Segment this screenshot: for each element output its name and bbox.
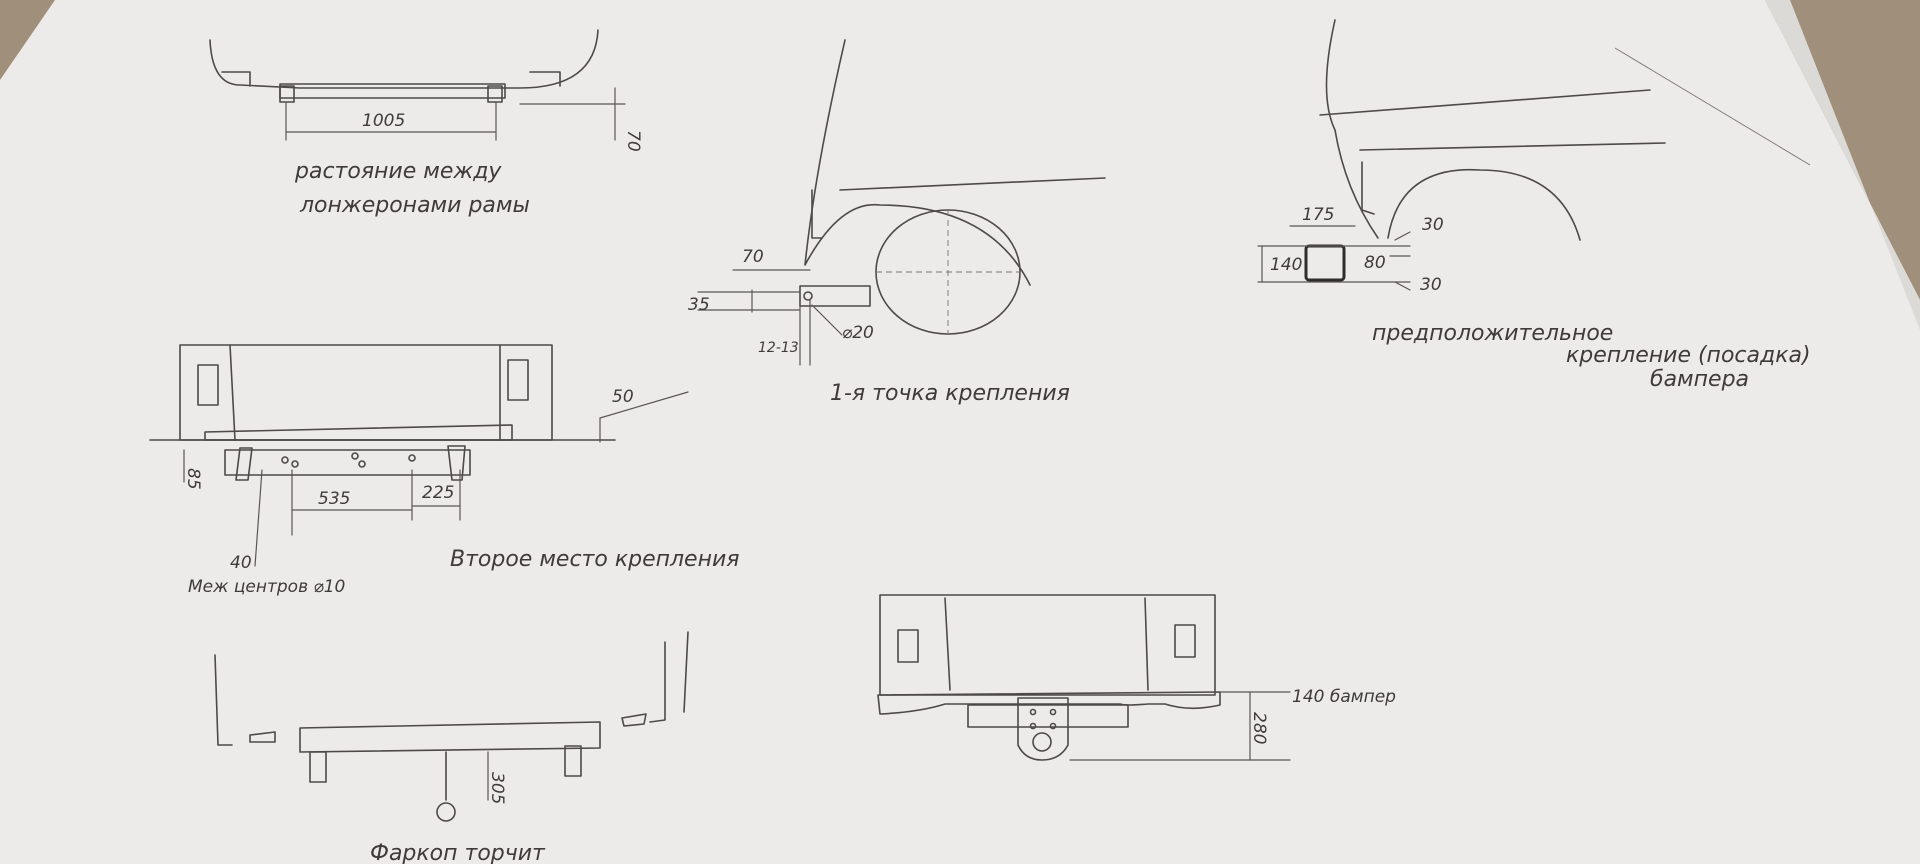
rear-light-right <box>1174 624 1196 658</box>
dim-70-offset: 70 <box>742 247 764 267</box>
frame-caption-line2: лонжеронами рамы <box>299 193 530 218</box>
upper-body-line <box>1319 89 1651 116</box>
rear-light-left <box>897 629 919 663</box>
hole-4 <box>358 460 366 468</box>
hole-2 <box>291 460 299 468</box>
first-mount-sketch <box>697 39 1106 366</box>
side-foot-left <box>309 751 327 783</box>
bracket-right <box>447 445 466 481</box>
dim-225: 225 <box>422 483 454 503</box>
tow-bar <box>224 449 471 476</box>
hitch-hole-4 <box>1049 722 1057 730</box>
rear-view-sketch <box>877 594 1291 761</box>
center-distance-note: Меж центров ⌀10 <box>188 577 345 597</box>
rear-body-line <box>1325 19 1379 239</box>
hole-1 <box>281 456 289 464</box>
rear-divider-right <box>1144 597 1149 691</box>
rail-left <box>279 85 295 103</box>
hitch-body <box>1017 697 1069 761</box>
frame-outline <box>209 29 599 89</box>
bumper-caption-line2: крепление (посадка) <box>1566 343 1811 368</box>
side-left-edge <box>214 654 233 746</box>
mount-bracket <box>799 285 871 307</box>
panel-divider-left <box>229 344 236 441</box>
first-mount-caption: 1-я точка крепления <box>830 381 1070 406</box>
mount-hole <box>803 291 813 301</box>
dim-35: 35 <box>688 295 710 315</box>
rear-bumper <box>877 691 1221 715</box>
bumper-caption-line1: предположительное <box>1372 321 1613 346</box>
dim-30-bottom: 30 <box>1420 275 1442 295</box>
dim-535: 535 <box>318 489 350 509</box>
right-light <box>507 359 529 401</box>
rear-divider-left <box>944 597 951 691</box>
side-right-edge <box>649 631 689 723</box>
frame-rails-sketch <box>209 29 626 141</box>
dim-30-top: 30 <box>1422 215 1444 235</box>
hitch-hole-2 <box>1049 708 1057 716</box>
left-light <box>197 364 219 406</box>
second-mount-caption: Второе место крепления <box>450 547 740 572</box>
bumper-fit-sketch <box>1257 19 1811 291</box>
leader-50 <box>599 391 689 419</box>
hole-3 <box>351 452 359 460</box>
bumper-note: 140 бампер <box>1292 687 1396 707</box>
frame-caption-line1: растояние между <box>294 159 502 184</box>
bumper-caption-line3: бампера <box>1650 367 1749 392</box>
bracket-left <box>235 447 253 481</box>
dim-40: 40 <box>230 553 252 573</box>
side-light-left <box>249 731 276 743</box>
tow-ball <box>436 802 456 822</box>
dim-12-13: 12-13 <box>758 340 799 356</box>
dim-leaders-30 <box>1394 231 1411 291</box>
side-view-sketch <box>214 631 689 822</box>
side-view-caption: Фаркоп торчит <box>370 841 546 864</box>
dim-305: 305 <box>487 772 507 804</box>
dim-80: 80 <box>1364 253 1386 273</box>
fender-line <box>804 39 1031 286</box>
dim-85: 85 <box>183 468 203 490</box>
side-bumper <box>299 721 601 753</box>
hitch-ball <box>1032 732 1052 752</box>
rear-view-panel <box>879 594 1216 696</box>
side-light-right <box>621 713 647 727</box>
dim-70-vertical: 70 <box>623 130 643 152</box>
rail-right <box>487 85 503 103</box>
hitch-hole-3 <box>1029 722 1037 730</box>
mid-body-line <box>1359 142 1666 151</box>
dim-280: 280 <box>1249 712 1269 744</box>
hitch-hole-1 <box>1029 708 1037 716</box>
leader-40 <box>254 469 263 567</box>
rear-wheel-arch <box>1387 168 1581 241</box>
dim-175: 175 <box>1302 205 1334 225</box>
frame-feet <box>221 71 561 87</box>
body-edge <box>811 189 823 239</box>
leader-hole <box>811 304 843 336</box>
dim-50: 50 <box>612 387 634 407</box>
rear-body-edge <box>1361 161 1375 215</box>
dim-hole-20: ⌀20 <box>842 323 874 343</box>
second-mount-sketch <box>149 344 689 567</box>
paper-line <box>1614 47 1811 166</box>
dim-140: 140 <box>1270 255 1302 275</box>
side-foot-right <box>564 745 582 777</box>
body-line <box>839 177 1106 191</box>
hitch-plate <box>967 704 1129 728</box>
dim-1005: 1005 <box>362 111 405 131</box>
hole-5 <box>408 454 416 462</box>
